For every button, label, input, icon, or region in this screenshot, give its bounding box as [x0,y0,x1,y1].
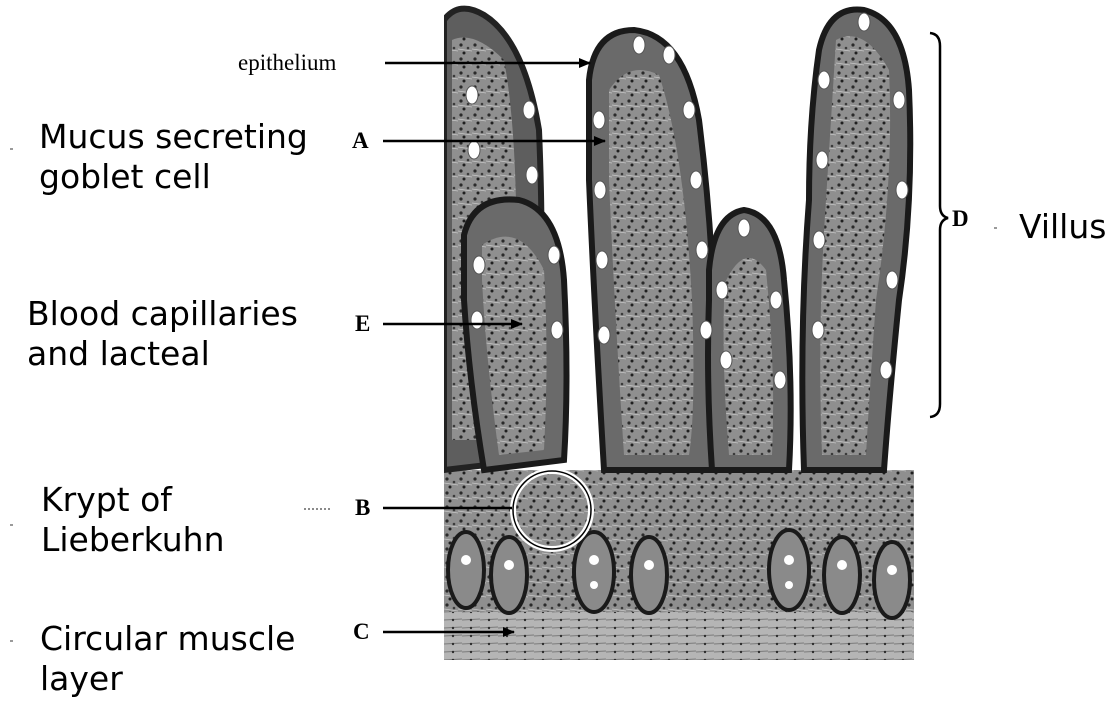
epithelium-label: epithelium [238,50,336,76]
answer-b: Krypt of Lieberkuhn [41,480,225,560]
answer-d: Villus [1019,207,1106,247]
answer-e-line-1: Blood capillaries [27,294,298,334]
villus-bracket [930,33,948,417]
label-b: B [355,495,370,521]
answer-b-bullet [10,524,13,526]
answer-c-line-2: layer [40,659,295,699]
answer-c: Circular muscle layer [40,619,295,699]
label-c: C [353,619,370,645]
answer-e-line-2: and lacteal [27,334,298,374]
answer-d-bullet [994,227,997,229]
answer-a-line-2: goblet cell [39,157,308,197]
answer-a-bullet [10,148,13,150]
answer-c-bullet [10,640,13,642]
label-a: A [352,128,369,154]
label-e: E [355,311,370,337]
answer-a-line-1: Mucus secreting [39,117,308,157]
answer-b-leader [304,508,330,510]
answer-b-line-2: Lieberkuhn [41,520,225,560]
label-d: D [952,206,969,232]
answer-a: Mucus secreting goblet cell [39,117,308,197]
answer-e: Blood capillaries and lacteal [27,294,298,374]
answer-c-line-1: Circular muscle [40,619,295,659]
answer-b-line-1: Krypt of [41,480,225,520]
